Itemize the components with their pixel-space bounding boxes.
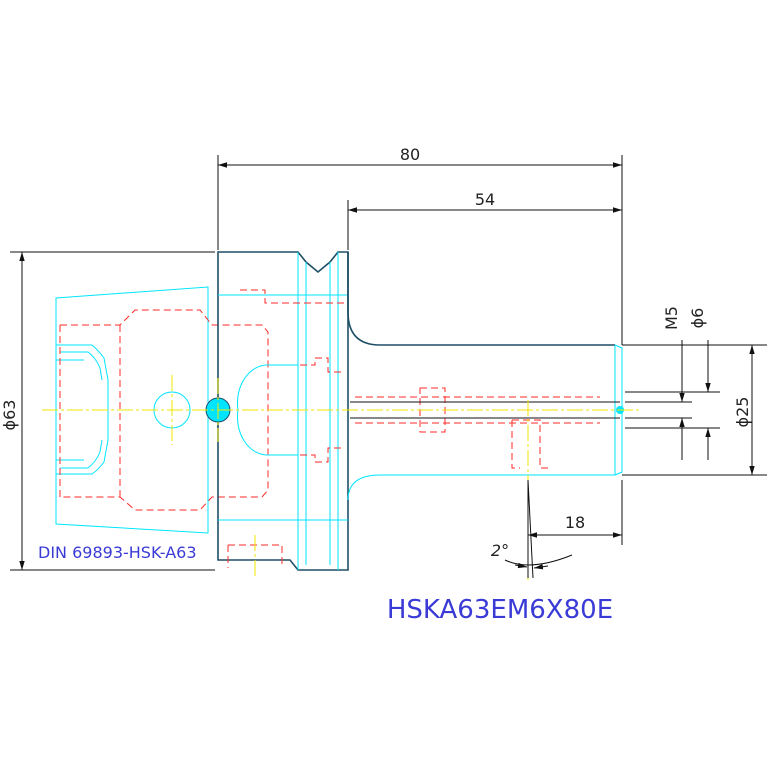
dim-shank-diameter: ϕ25	[622, 344, 767, 476]
dim-6-label: ϕ6	[688, 308, 707, 329]
dim-25-label: ϕ25	[733, 397, 752, 428]
flange-outline	[217, 251, 349, 571]
dim-taper-angle: 2°	[491, 479, 573, 579]
dim-80-label: 80	[400, 145, 420, 164]
standard-label: DIN 69893-HSK-A63	[38, 543, 197, 562]
dim-tip-length: 18	[528, 480, 623, 545]
flange-hidden	[227, 289, 345, 568]
dim-shank-length: 54	[347, 190, 622, 250]
dim-18-label: 18	[565, 513, 585, 532]
dim-total-length: 80	[217, 145, 623, 345]
shank-outline	[347, 252, 623, 501]
dim-angle-label: 2°	[491, 541, 509, 560]
hsk-taper-outline	[55, 286, 209, 534]
dim-thread-and-bore: M5 ϕ6	[625, 306, 720, 460]
dim-m5-label: M5	[662, 306, 681, 330]
dim-63-label: ϕ63	[0, 400, 19, 431]
part-number-label: HSKA63EM6X80E	[387, 595, 613, 625]
dim-54-label: 54	[475, 190, 495, 209]
dim-flange-diameter: ϕ63	[0, 251, 215, 571]
bore-hidden	[355, 387, 600, 469]
